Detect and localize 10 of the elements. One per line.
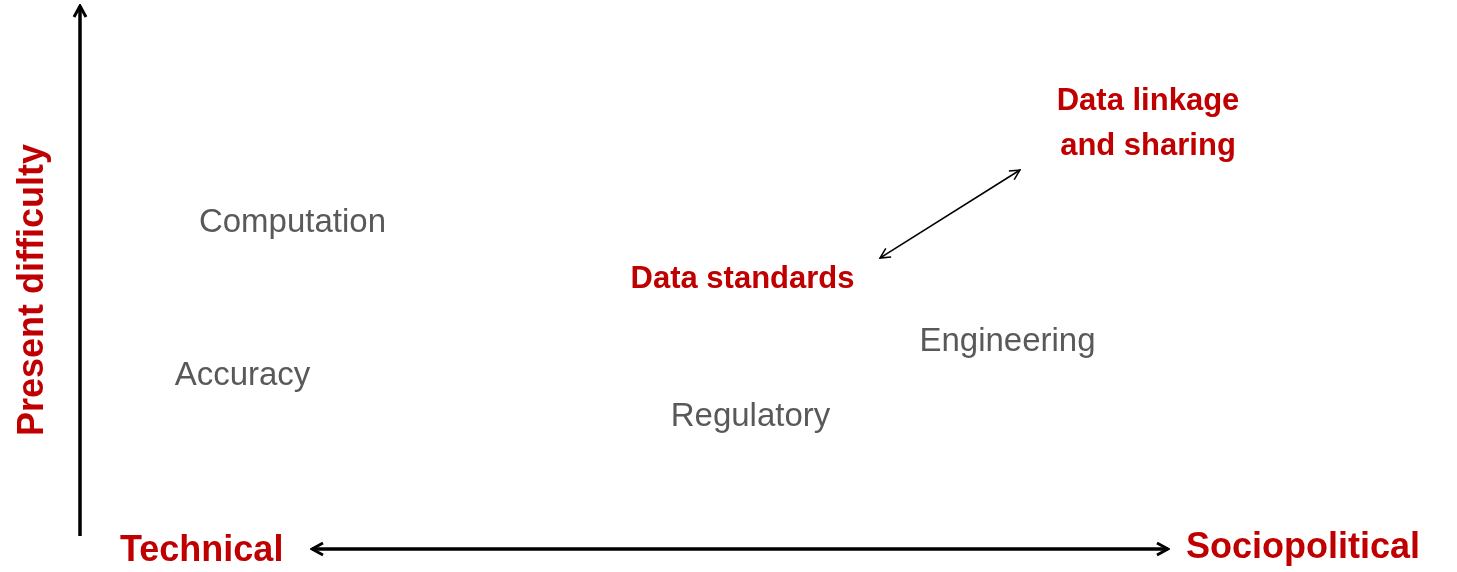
concept-label: Data linkage and sharing	[1055, 81, 1241, 164]
concept-label: Engineering	[919, 320, 1096, 361]
axis-label: Technical	[120, 528, 284, 570]
concept-label: Computation	[198, 201, 387, 242]
axis-label: Sociopolitical	[1186, 525, 1421, 567]
double-arrow	[879, 169, 1021, 259]
concept-label: Accuracy	[174, 354, 311, 395]
concept-label: Regulatory	[670, 395, 831, 436]
concept-label: Data standards	[630, 258, 855, 297]
axis-label: Present difficulty	[10, 143, 52, 437]
